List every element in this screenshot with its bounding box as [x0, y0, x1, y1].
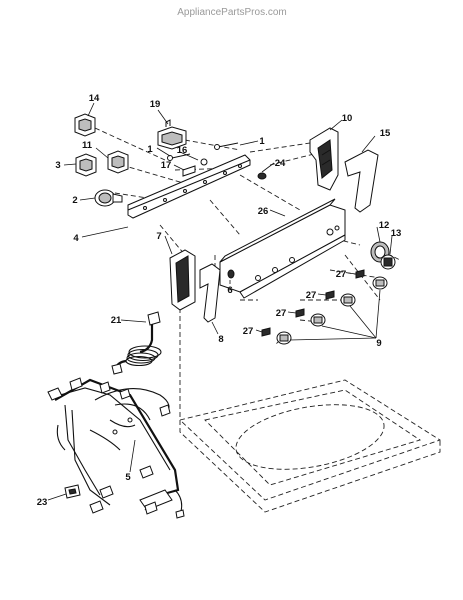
- leader-lines: [47, 102, 393, 501]
- callout-24: 24: [275, 158, 286, 169]
- end-cap-15: [344, 149, 379, 213]
- callout-26: 26: [258, 206, 269, 217]
- callout-13: 13: [391, 228, 402, 239]
- end-cap-7: [169, 249, 196, 311]
- callout-14: 14: [89, 93, 100, 104]
- selector-switch-2: [94, 189, 123, 207]
- callout-6: 6: [227, 285, 232, 296]
- switch-14: [74, 113, 96, 137]
- callout-9: 9: [376, 338, 381, 349]
- part-24: [257, 172, 267, 180]
- power-cord: [111, 311, 162, 375]
- callout-15: 15: [380, 128, 391, 139]
- callout-12: 12: [379, 220, 390, 231]
- callout-27-a: 27: [336, 269, 347, 280]
- module-19: [157, 119, 187, 150]
- callout-1-lower: 1: [147, 144, 153, 155]
- part-17: [182, 165, 196, 177]
- wire-harness: [47, 377, 185, 519]
- clips-27: [261, 269, 365, 337]
- callout-19: 19: [150, 99, 161, 110]
- part-16: [200, 158, 208, 166]
- switch-3: [75, 153, 97, 177]
- callout-numbers: 14 19 1 1 10 15 11 16 3 17 24 2 26 12 13…: [37, 93, 402, 508]
- watermark-text: AppliancePartsPros.com: [177, 7, 287, 18]
- knob-9-a: [372, 276, 388, 290]
- callout-4: 4: [73, 233, 79, 244]
- callout-23: 23: [37, 497, 48, 508]
- callout-10: 10: [342, 113, 353, 124]
- callout-11: 11: [82, 140, 93, 151]
- washer-top-outline: [179, 379, 442, 513]
- knob-9-d: [276, 331, 292, 345]
- callout-5: 5: [125, 472, 131, 483]
- callout-27-b: 27: [306, 290, 317, 301]
- callout-27-d: 27: [243, 326, 254, 337]
- callout-7: 7: [156, 231, 161, 242]
- knob-13: [380, 254, 396, 270]
- exploded-view-guide-lines: [94, 127, 401, 420]
- part-23: [64, 484, 81, 499]
- callout-27-c: 27: [276, 308, 287, 319]
- callout-1-upper: 1: [259, 136, 265, 147]
- callout-17: 17: [161, 160, 172, 171]
- console-panel: [219, 198, 346, 299]
- end-cap-10: [309, 127, 339, 191]
- switch-11: [107, 150, 129, 174]
- part-6: [227, 269, 235, 279]
- callout-3: 3: [55, 160, 60, 171]
- end-cap-8: [199, 263, 221, 323]
- control-bracket: [127, 154, 251, 219]
- screws-1: [167, 142, 239, 161]
- knob-9-c: [310, 313, 326, 327]
- callout-21: 21: [111, 315, 122, 326]
- knob-9-b: [340, 293, 356, 307]
- callout-8: 8: [218, 334, 223, 345]
- callout-16: 16: [177, 145, 188, 156]
- callout-2: 2: [72, 195, 77, 206]
